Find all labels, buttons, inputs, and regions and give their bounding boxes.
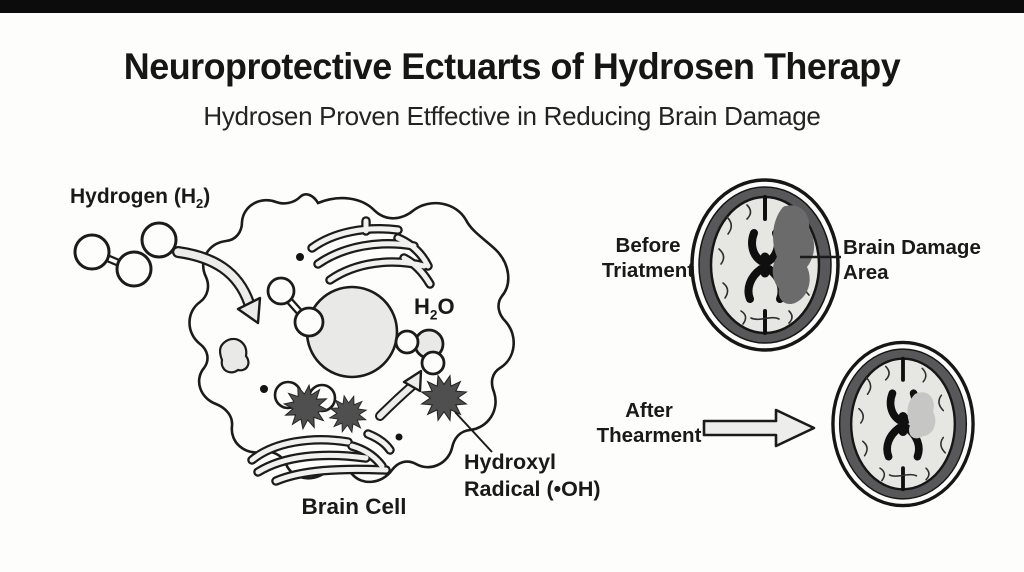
endoplasmic-reticulum-top-icon (307, 216, 435, 289)
h2o-label-sub: 2 (429, 307, 438, 323)
h2-molecules-outside-icon (73, 221, 178, 288)
brain-damage-area-label-line2: Area (843, 261, 889, 285)
after-treatment-label-line1: After (625, 399, 673, 422)
hydroxyl-radical-label-line2: Radical (•OH) (464, 476, 601, 501)
hydroxyl-radical-label-line1: Hydroxyl (464, 450, 557, 474)
after-treatment-arrow (702, 408, 816, 448)
brain-cell-illustration (73, 193, 515, 486)
brain-damage-area-after (907, 392, 936, 439)
hydroxyl-radical-label: Hydroxyl Radical (•OH) (464, 449, 601, 502)
before-treatment-label-line1: Before (615, 234, 681, 257)
hydrogen-label-post: ) (203, 185, 211, 208)
after-treatment-label-line2: Thearment (596, 424, 702, 448)
hydrogen-label: Hydrogen (H2) (70, 184, 210, 212)
hydroxyl-pointer-line (454, 411, 493, 453)
h2o-label: H2O (414, 293, 455, 324)
h2-entry-arrow (172, 246, 262, 325)
brain-after-illustration (833, 342, 973, 505)
brain-before-illustration (692, 180, 841, 350)
after-treatment-label: After Thearment (578, 398, 720, 449)
brain-damage-area-before (772, 205, 815, 305)
reaction-arrow (375, 369, 423, 421)
cytoplasm-dots (260, 253, 403, 441)
before-treatment-label: Before Triatment (578, 233, 718, 284)
top-letterbox-bar (0, 0, 1024, 13)
page-subtitle: Hydrosen Proven Etffective in Reducing B… (203, 101, 821, 131)
page-title: Neuroprotective Ectuarts of Hydrosen The… (123, 46, 901, 87)
hydrogen-label-sub: 2 (196, 196, 204, 212)
h2o-label-pre: H (414, 294, 430, 319)
brain-damage-area-label: Brain Damage Area (843, 235, 993, 286)
h2o-label-post: O (437, 294, 455, 319)
h2-molecule-in-cell-icon (266, 276, 325, 338)
golgi-stack-bottom-icon (247, 429, 395, 486)
organelle-bean-icon (218, 337, 250, 374)
brain-damage-area-label-line1: Brain Damage (843, 236, 981, 259)
brain-cell-label: Brain Cell (301, 494, 407, 519)
before-treatment-label-line2: Triatment (601, 259, 695, 283)
h2o-molecule-icon (394, 328, 446, 376)
hydrogen-label-pre: Hydrogen (H (70, 185, 196, 208)
